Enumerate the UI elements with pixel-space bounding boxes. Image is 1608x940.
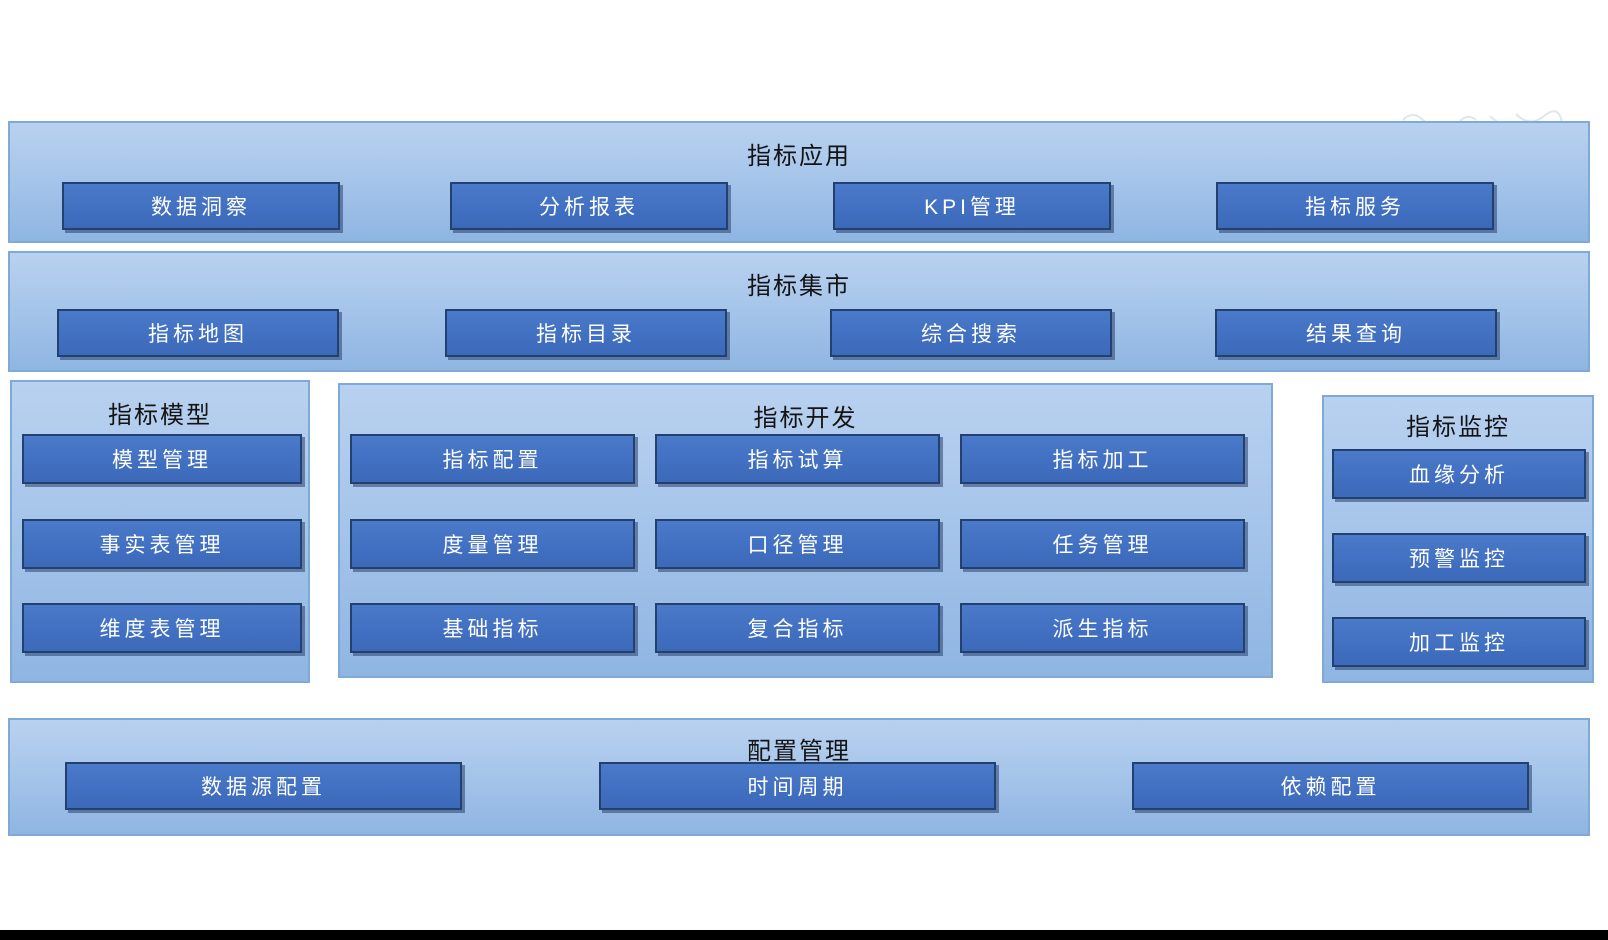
- block-indicator-map: 指标地图: [57, 309, 339, 357]
- block-task-management: 任务管理: [960, 519, 1245, 569]
- section-title-development: 指标开发: [753, 405, 858, 432]
- block-time-period: 时间周期: [599, 762, 996, 810]
- block-composite-indicator: 复合指标: [655, 603, 940, 653]
- block-measure-management: 度量管理: [350, 519, 635, 569]
- block-data-insight: 数据洞察: [62, 182, 340, 230]
- section-title-market: 指标集市: [747, 273, 851, 300]
- section-indicator-application: 指标应用 数据洞察 分析报表 KPI管理 指标服务: [8, 121, 1590, 243]
- section-indicator-market: 指标集市 指标地图 指标目录 综合搜索 结果查询: [8, 251, 1590, 372]
- block-derived-indicator: 派生指标: [960, 603, 1245, 653]
- section-title-application: 指标应用: [747, 143, 851, 170]
- section-indicator-development: 指标开发 指标配置 指标试算 指标加工 度量管理 口径管理 任务管理 基础指标 …: [338, 383, 1273, 678]
- section-indicator-monitoring: 指标监控 血缘分析 预警监控 加工监控: [1322, 395, 1594, 683]
- block-indicator-trial-calc: 指标试算: [655, 434, 940, 484]
- block-kpi-management: KPI管理: [833, 182, 1111, 230]
- block-alert-monitoring: 预警监控: [1332, 533, 1586, 583]
- block-indicator-processing: 指标加工: [960, 434, 1245, 484]
- section-configuration-management: 配置管理 数据源配置 时间周期 依赖配置: [8, 718, 1590, 836]
- section-title-configuration: 配置管理: [747, 738, 851, 765]
- block-result-query: 结果查询: [1215, 309, 1497, 357]
- block-caliber-management: 口径管理: [655, 519, 940, 569]
- block-fact-table-management: 事实表管理: [22, 519, 302, 569]
- block-unified-search: 综合搜索: [830, 309, 1112, 357]
- block-dependency-config: 依赖配置: [1132, 762, 1529, 810]
- block-datasource-config: 数据源配置: [65, 762, 462, 810]
- block-indicator-config: 指标配置: [350, 434, 635, 484]
- section-title-model: 指标模型: [108, 402, 212, 429]
- block-indicator-catalog: 指标目录: [445, 309, 727, 357]
- block-processing-monitoring: 加工监控: [1332, 617, 1586, 667]
- block-indicator-service: 指标服务: [1216, 182, 1494, 230]
- section-title-monitoring: 指标监控: [1406, 414, 1510, 441]
- block-analysis-report: 分析报表: [450, 182, 728, 230]
- block-model-management: 模型管理: [22, 434, 302, 484]
- block-lineage-analysis: 血缘分析: [1332, 449, 1586, 499]
- block-basic-indicator: 基础指标: [350, 603, 635, 653]
- bottom-black-bar: [0, 930, 1608, 940]
- watermark-artifact: [1402, 110, 1563, 129]
- section-indicator-model: 指标模型 模型管理 事实表管理 维度表管理: [10, 380, 310, 683]
- block-dimension-table-management: 维度表管理: [22, 603, 302, 653]
